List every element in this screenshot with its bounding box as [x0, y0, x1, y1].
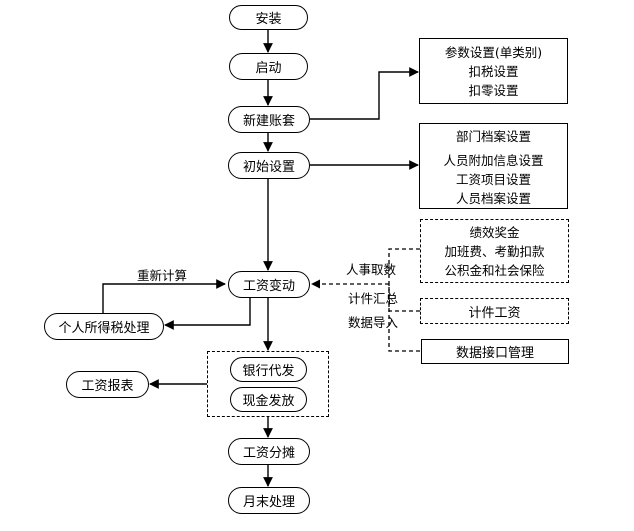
node-install: 安装: [229, 5, 308, 30]
node-init-settings: 初始设置: [228, 152, 310, 179]
params-line-3: 扣零设置: [468, 82, 519, 98]
node-bank: 银行代发: [230, 357, 307, 382]
label-hr-fetch: 人事取数: [346, 262, 397, 277]
node-allocation: 工资分摊: [228, 438, 310, 465]
archives-line-4: 人员档案设置: [455, 191, 531, 206]
label-recalc: 重新计算: [137, 268, 188, 283]
archives-line-3: 工资项目设置: [455, 172, 531, 187]
arrow-salarychange-tax: [164, 298, 251, 330]
box-piece-salary: 计件工资: [420, 298, 569, 324]
dashed-interface-link: [388, 284, 420, 352]
node-new-account: 新建账套: [228, 106, 310, 133]
label-piece-summary: 计件汇总: [348, 291, 399, 306]
label-data-import: 数据导入: [348, 315, 399, 330]
bonus-line-2: 加班费、考勤扣款: [444, 243, 545, 259]
arrow-tax-recalc: [102, 279, 226, 313]
box-bonus: 绩效奖金 加班费、考勤扣款 公积金和社会保险: [420, 219, 569, 283]
box-archives: 部门档案设置 人员附加信息设置 工资项目设置 人员档案设置: [419, 123, 568, 209]
arrow-newaccount-params: [310, 67, 419, 120]
node-salary-change: 工资变动: [228, 271, 310, 298]
archives-line-2: 人员附加信息设置: [443, 153, 544, 168]
node-tax: 个人所得税处理: [44, 313, 164, 340]
params-line-2: 扣税设置: [468, 63, 519, 79]
params-line-1: 参数设置(单类别): [444, 44, 543, 60]
bonus-line-1: 绩效奖金: [469, 224, 520, 240]
box-params: 参数设置(单类别) 扣税设置 扣零设置: [419, 38, 568, 104]
archives-line-1: 部门档案设置: [455, 129, 531, 144]
payment-group: [207, 351, 329, 417]
bonus-line-3: 公积金和社会保险: [444, 262, 545, 278]
node-cash: 现金发放: [230, 387, 307, 412]
node-report: 工资报表: [66, 371, 149, 398]
node-month-end: 月末处理: [228, 487, 310, 514]
node-start: 启动: [229, 53, 308, 80]
dashed-bonus-link: [388, 248, 420, 284]
box-data-interface: 数据接口管理: [421, 339, 569, 364]
